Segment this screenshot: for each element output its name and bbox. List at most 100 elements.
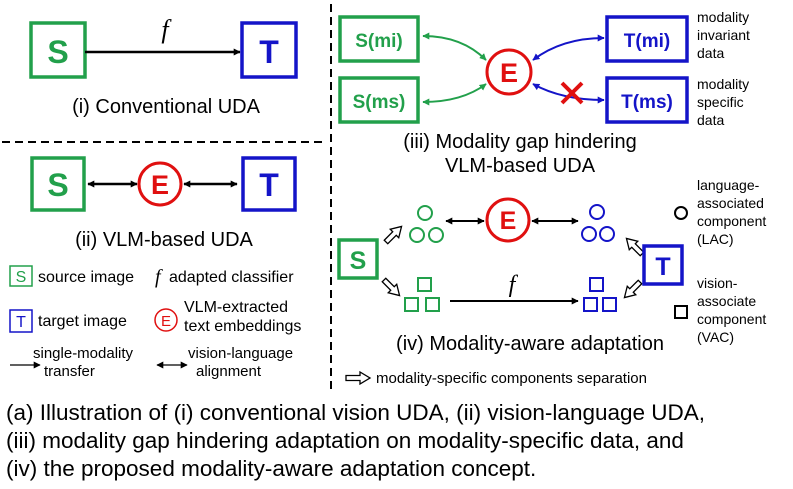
target-box-label: T <box>259 34 279 70</box>
invariant-note-3: data <box>697 45 724 61</box>
lac-circle <box>417 205 433 221</box>
vac-square <box>583 297 598 312</box>
vac-note-2: associate <box>697 293 756 309</box>
vac-note-1: vision- <box>697 275 738 291</box>
legend-classifier-func: f <box>155 266 163 288</box>
target-invariant-box <box>605 15 689 63</box>
invariant-note-2: invariant <box>697 27 750 43</box>
specific-note-2: specific <box>697 94 744 110</box>
source-vac-squares <box>404 277 440 312</box>
target-box-label: T <box>259 167 279 203</box>
lac-note-1: language- <box>697 177 760 193</box>
target-box <box>241 156 297 212</box>
lac-note-2: associated <box>697 195 764 211</box>
source-specific-alignment <box>422 83 487 106</box>
vac-square <box>589 277 604 292</box>
target-box <box>240 21 298 79</box>
legend-single-text-1: single-modality <box>33 345 134 362</box>
legend-target-letter: T <box>16 314 26 331</box>
source-specific-box <box>338 76 420 124</box>
lac-circle <box>589 204 605 220</box>
legend-embed-text-2: text embeddings <box>184 318 301 335</box>
caption-line-3: (iv) the proposed modality-aware adaptat… <box>6 456 537 481</box>
legend-target-text: target image <box>38 313 127 330</box>
legend-classifier-text: adapted classifier <box>169 269 294 286</box>
source-specific-label: S(ms) <box>353 92 406 113</box>
lac-circle <box>599 226 615 242</box>
source-box-label: S <box>47 34 68 70</box>
invariant-note-1: modality <box>697 9 749 25</box>
legend-separation-text: modality-specific components separation <box>376 370 647 387</box>
panel-label-vlm: (ii) VLM-based UDA <box>75 229 253 251</box>
target-specific-alignment <box>532 83 605 104</box>
target-box <box>642 244 684 286</box>
target-vac-squares <box>583 277 617 312</box>
embedding-label: E <box>151 170 169 200</box>
legend-separation-arrow-icon <box>345 370 372 386</box>
panel-modality-aware: S E f <box>337 177 766 387</box>
panel-label-aware: (iv) Modality-aware adaptation <box>396 333 664 355</box>
lac-circle <box>409 227 425 243</box>
figure-caption: (a) Illustration of (i) conventional vis… <box>6 399 791 483</box>
legend-source-text: source image <box>38 269 134 286</box>
legend-source-letter: S <box>16 269 27 286</box>
lac-note-3: component <box>697 213 766 229</box>
embedding-circle <box>485 197 531 243</box>
panel-vlm-uda: S E T (ii) VLM-based UDA <box>30 156 297 251</box>
legend-target-icon <box>9 309 33 333</box>
source-box <box>29 21 87 79</box>
legend: S source image f adapted classifier T ta… <box>9 265 301 380</box>
vac-note-3: component <box>697 311 766 327</box>
target-lac-circles <box>581 204 615 242</box>
separation-arrow-target-down <box>623 279 643 299</box>
panel-modality-gap: S(mi) S(ms) E T(mi) T(ms) modality invar… <box>338 9 750 177</box>
diagram-canvas: S f T (i) Conventional UDA S E T (ii) VL… <box>2 4 766 392</box>
panel-label-gap-2: VLM-based UDA <box>445 155 596 177</box>
source-lac-circles <box>409 205 444 243</box>
target-box-label: T <box>655 253 670 281</box>
vac-square <box>404 297 419 312</box>
vac-legend-square-icon <box>674 305 688 319</box>
caption-line-1: (a) Illustration of (i) conventional vis… <box>6 400 706 425</box>
legend-single-text-2: transfer <box>44 363 95 380</box>
blocked-cross-icon <box>560 81 584 105</box>
embedding-label: E <box>500 207 517 235</box>
embedding-circle <box>485 48 533 96</box>
caption-line-2: (iii) modality gap hindering adaptation … <box>6 428 684 453</box>
source-invariant-alignment <box>422 32 487 61</box>
source-invariant-label: S(mi) <box>355 31 403 52</box>
source-box <box>337 238 379 280</box>
specific-note-1: modality <box>697 76 749 92</box>
legend-embed-letter: E <box>161 313 171 330</box>
lac-legend-circle-icon <box>674 206 688 220</box>
classifier-function: f <box>509 272 519 298</box>
source-box-label: S <box>47 167 68 203</box>
source-box-label: S <box>350 247 367 275</box>
legend-vl-text-1: vision-language <box>188 345 293 362</box>
target-invariant-alignment <box>532 34 605 61</box>
source-invariant-box <box>338 15 420 63</box>
specific-note-3: data <box>697 112 724 128</box>
separation-arrow-source-up <box>383 225 403 245</box>
vac-note-4: (VAC) <box>697 329 734 345</box>
legend-embed-text-1: VLM-extracted <box>184 299 288 316</box>
vac-square <box>417 277 432 292</box>
panel-label-gap-1: (iii) Modality gap hindering <box>403 131 636 153</box>
panel-conventional-uda: S f T (i) Conventional UDA <box>29 15 298 118</box>
legend-vl-text-2: alignment <box>196 363 262 380</box>
lac-circle <box>581 226 597 242</box>
target-specific-label: T(ms) <box>621 92 673 113</box>
lac-circle <box>428 227 444 243</box>
source-box <box>30 156 86 212</box>
legend-source-icon <box>9 265 33 287</box>
embedding-circle <box>137 161 183 207</box>
target-specific-box <box>605 76 689 124</box>
lac-note-4: (LAC) <box>697 231 734 247</box>
separation-arrow-source-down <box>381 277 401 297</box>
vac-square <box>602 297 617 312</box>
embedding-label: E <box>500 58 518 88</box>
vac-square <box>425 297 440 312</box>
legend-embed-icon <box>154 308 178 332</box>
panel-label-conventional: (i) Conventional UDA <box>72 96 261 118</box>
classifier-function: f <box>161 15 172 44</box>
